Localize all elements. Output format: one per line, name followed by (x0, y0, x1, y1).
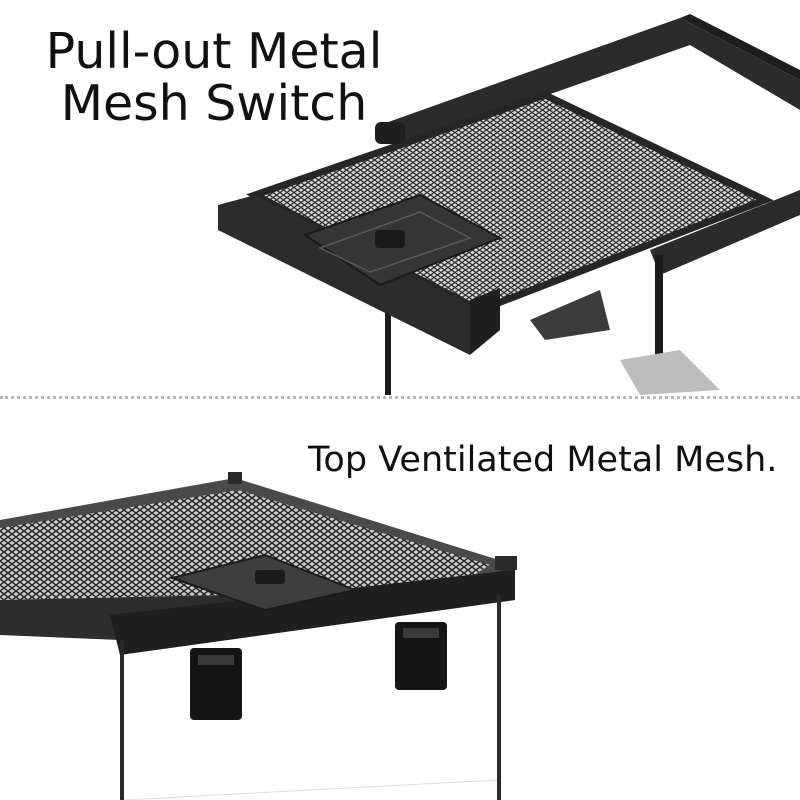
heading-line-1: Pull-out Metal (45, 23, 383, 80)
ventilated-mesh-caption: Top Ventilated Metal Mesh. (308, 440, 778, 480)
pullout-lid-illustration (218, 14, 800, 395)
dotted-divider (0, 396, 800, 399)
ventilated-top-illustration (0, 472, 517, 800)
heading-line-2: Mesh Switch (60, 75, 368, 132)
pullout-mesh-heading: Pull-out Metal Mesh Switch (34, 26, 394, 130)
